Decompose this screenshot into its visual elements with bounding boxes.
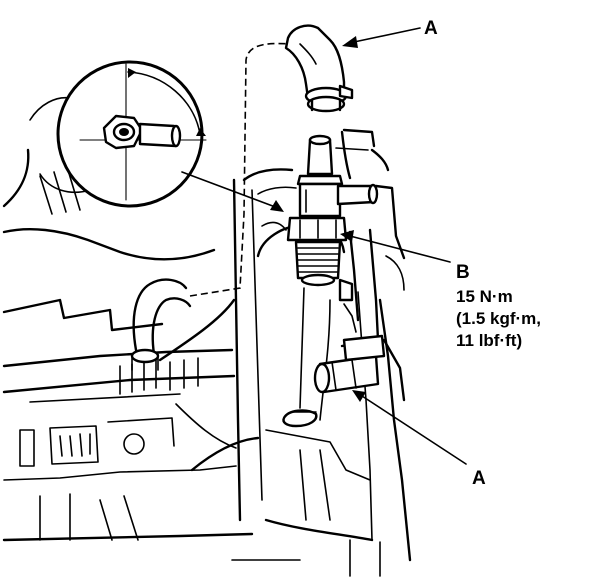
callout-a-top: A — [424, 18, 438, 39]
hose-bottom — [313, 334, 406, 402]
engine-background — [2, 96, 412, 577]
leader-a-top-arrowhead — [342, 36, 358, 48]
detail-magnifier — [56, 60, 207, 208]
torque-spec-line-1: 15 N·m — [456, 287, 513, 306]
hose-top — [284, 24, 354, 113]
callout-a-bottom: A — [472, 468, 486, 489]
hose-routing-line — [189, 42, 291, 297]
torque-spec-line-3: 11 lbf·ft) — [456, 331, 522, 350]
torque-spec-line-2: (1.5 kgf·m, — [456, 309, 541, 328]
leader-a-bottom — [361, 395, 467, 465]
magnifier-leader — [181, 171, 279, 209]
magnifier-leader-arrowhead — [270, 200, 284, 212]
callout-b: B — [456, 262, 470, 283]
breather-hose-left — [130, 278, 192, 371]
pcv-valve — [286, 134, 379, 287]
leader-a-bottom-arrowhead — [352, 390, 366, 402]
leader-b-arrowhead — [340, 230, 354, 242]
leader-b — [349, 235, 451, 263]
leader-a-top — [353, 27, 421, 43]
